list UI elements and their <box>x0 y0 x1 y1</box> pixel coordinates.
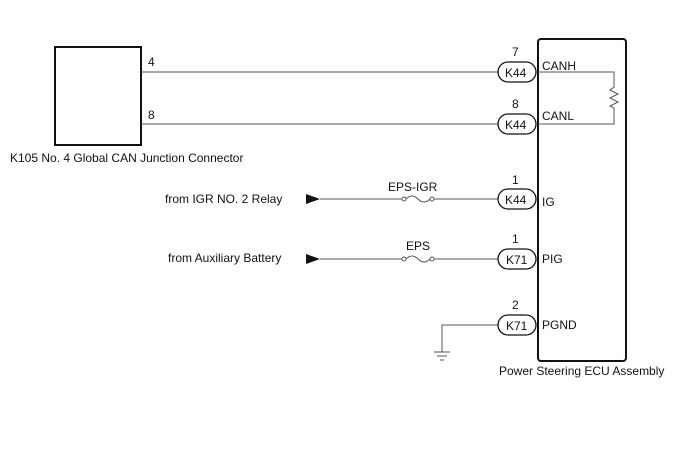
terminal-pin-number: 8 <box>512 97 519 111</box>
connector-pill <box>497 113 537 135</box>
battery-arrow <box>306 254 320 264</box>
terminal-name: IG <box>542 195 555 209</box>
terminal-pin-number: 2 <box>512 298 519 312</box>
junction-connector-block <box>54 46 142 146</box>
eps-fuse-terminal-left <box>401 256 407 262</box>
terminal-pgnd: 2 K71 PGND <box>497 298 577 336</box>
connector-code: K71 <box>506 253 528 267</box>
ecu-label: Power Steering ECU Assembly <box>499 364 664 378</box>
terminal-pin-number: 7 <box>512 45 519 59</box>
eps-igr-fuse-terminal-left <box>401 196 407 202</box>
eps-fuse-icon <box>405 255 431 263</box>
junction-pin-top: 4 <box>148 55 155 69</box>
connector-pill <box>497 248 537 270</box>
connector-code: K44 <box>505 118 527 132</box>
ground-icon <box>434 351 450 361</box>
connector-code: K71 <box>506 319 528 333</box>
terminal-ig: 1 K44 IG <box>497 173 555 210</box>
terminal-name: PIG <box>542 252 563 266</box>
terminal-pin-number: 1 <box>512 232 519 246</box>
junction-connector-label: K105 No. 4 Global CAN Junction Connector <box>10 151 243 165</box>
igr-source-label: from IGR NO. 2 Relay <box>165 192 282 206</box>
eps-fuse-label: EPS <box>406 239 430 253</box>
ecu-box <box>537 38 627 362</box>
igr-arrow <box>306 194 320 204</box>
eps-fuse-terminal-right <box>429 256 435 262</box>
junction-pin-bottom: 8 <box>148 108 155 122</box>
eps-igr-fuse-label: EPS-IGR <box>388 180 438 194</box>
pgnd-wire <box>441 324 498 352</box>
eps-igr-fuse-terminal-right <box>429 196 435 202</box>
connector-pill <box>497 314 537 336</box>
terminal-pin-number: 1 <box>512 173 519 187</box>
terminal-name: PGND <box>542 318 577 332</box>
battery-source-label: from Auxiliary Battery <box>168 251 281 265</box>
termination-resistor <box>538 71 620 125</box>
terminal-pig: 1 K71 PIG <box>497 232 563 270</box>
connector-pill <box>497 61 537 83</box>
eps-igr-fuse-icon <box>405 195 431 203</box>
terminal-canh: 7 K44 CANH <box>497 45 576 83</box>
terminal-name: CANL <box>542 109 574 123</box>
terminal-canl: 8 K44 CANL <box>497 97 574 135</box>
connector-code: K44 <box>505 193 527 207</box>
connector-pill <box>497 188 537 210</box>
terminal-name: CANH <box>542 59 576 73</box>
connector-code: K44 <box>505 66 527 80</box>
